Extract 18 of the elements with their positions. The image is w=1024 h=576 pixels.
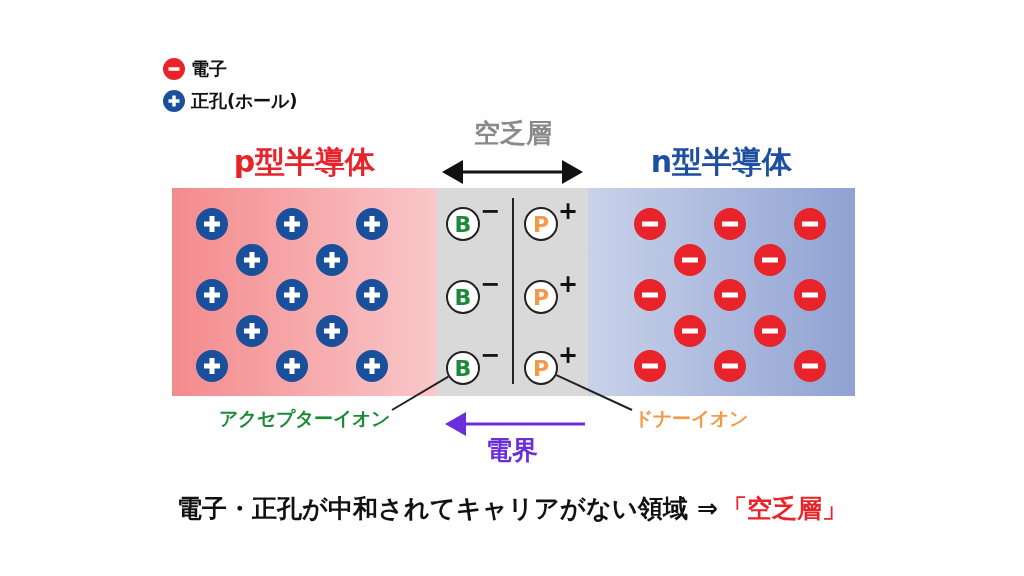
charge-sign: − xyxy=(480,270,501,298)
field-label: 電界 xyxy=(486,435,538,465)
charge-sign: − xyxy=(480,197,501,225)
region-heading: n型半導体 xyxy=(650,143,793,181)
ion-label: ドナーイオン xyxy=(634,404,810,434)
legend-text: 正孔(ホール) xyxy=(191,89,298,113)
charge-sign: − xyxy=(480,341,501,369)
region-heading: p型半導体 xyxy=(233,143,376,181)
legend-text: 電子 xyxy=(191,57,227,81)
caption: 電子・正孔が中和されてキャリアがない領域 ⇒ xyxy=(177,493,718,525)
charge-sign: + xyxy=(558,270,579,298)
charge-sign: + xyxy=(558,341,579,369)
leader-line xyxy=(391,375,450,411)
leader-line xyxy=(555,374,633,411)
caption-highlight: 「空乏層」 xyxy=(721,493,847,525)
charge-sign: + xyxy=(558,197,579,225)
ion-label: アクセプターイオン xyxy=(140,404,390,434)
region-heading: 空乏層 xyxy=(473,117,552,150)
